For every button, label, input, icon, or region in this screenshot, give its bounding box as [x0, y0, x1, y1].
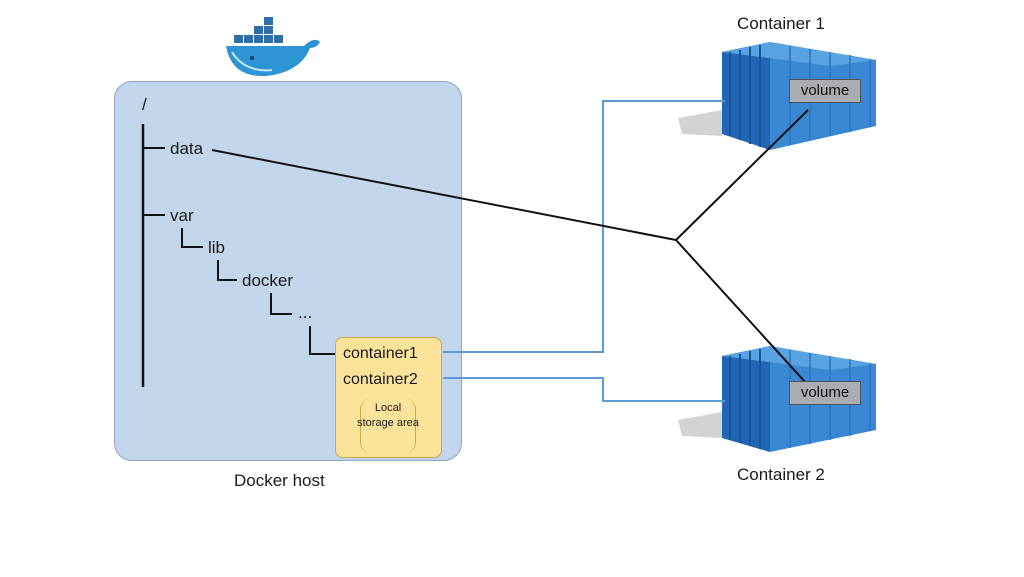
storage-area-box: [335, 337, 442, 458]
data-volume-line: [211, 149, 677, 241]
tree-root-label: /: [142, 95, 147, 114]
container-2-label: Container 2: [737, 465, 825, 484]
volume-2-tag: volume: [789, 381, 861, 405]
volume1-mount-line: [675, 109, 809, 241]
docker-whale-icon: [226, 17, 320, 77]
tree-lib-label: lib: [208, 238, 226, 257]
local-storage-label: Local storage area: [357, 402, 419, 429]
tree-branch-docker: [217, 260, 237, 281]
container1-link-line: [443, 100, 725, 353]
tree-ellipsis-label: ...: [298, 303, 313, 322]
tree-var-label: var: [170, 206, 194, 225]
local-storage-bracket: [360, 398, 416, 454]
tree-branch-lib: [181, 228, 203, 248]
container-1-label: Container 1: [737, 14, 825, 33]
container1-dir-label: container1: [343, 345, 418, 362]
tree-branch-ellipsis: [270, 293, 292, 315]
volume-1-tag: volume: [789, 79, 861, 103]
docker-host-caption: Docker host: [234, 471, 325, 490]
tree-data-label: data: [170, 139, 204, 158]
tree-branch-container1: [309, 326, 337, 355]
container2-link-line: [443, 377, 725, 402]
container2-dir-label: container2: [343, 371, 418, 388]
volume2-mount-line: [675, 239, 807, 384]
tree-docker-label: docker: [242, 271, 294, 290]
